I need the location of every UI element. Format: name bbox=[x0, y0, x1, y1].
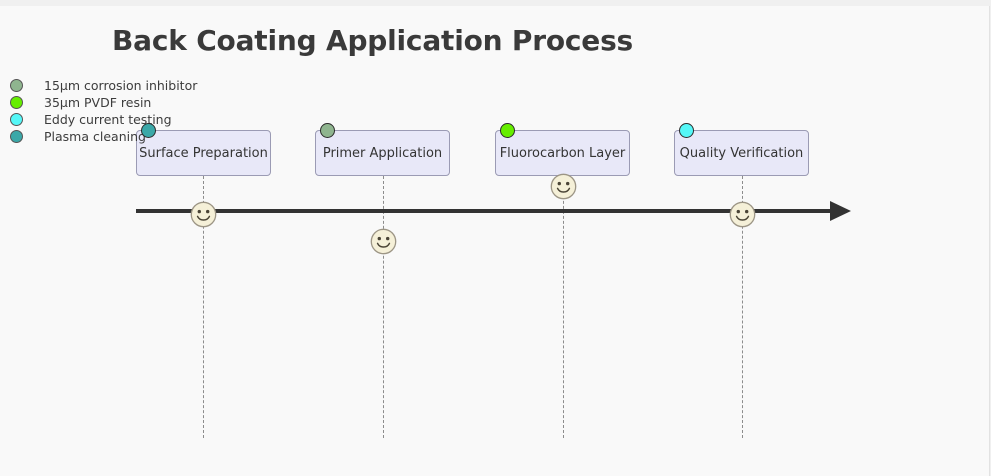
smiley-face-icon bbox=[370, 228, 397, 255]
timeline-node-label: Primer Application bbox=[322, 145, 443, 161]
node-connector-line bbox=[742, 176, 743, 438]
smiley-face-icon bbox=[550, 173, 577, 200]
timeline-axis bbox=[136, 209, 836, 213]
legend-color-swatch-icon bbox=[10, 96, 23, 109]
timeline-node-box[interactable]: Surface Preparation bbox=[136, 130, 271, 176]
legend-color-swatch-icon bbox=[10, 79, 23, 92]
legend-item-label: 35µm PVDF resin bbox=[44, 95, 152, 110]
legend-color-swatch-icon bbox=[10, 113, 23, 126]
node-connector-line bbox=[563, 176, 564, 438]
timeline-node-box[interactable]: Fluorocarbon Layer bbox=[495, 130, 630, 176]
smiley-face-icon bbox=[190, 201, 217, 228]
timeline-node-label: Surface Preparation bbox=[139, 145, 268, 161]
timeline-node-dot-icon bbox=[679, 123, 694, 138]
legend-item-label: 15µm corrosion inhibitor bbox=[44, 78, 198, 93]
timeline-node-dot-icon bbox=[320, 123, 335, 138]
node-connector-line bbox=[203, 176, 204, 438]
legend-item: Plasma cleaning bbox=[10, 128, 197, 145]
timeline-node-dot-icon bbox=[141, 123, 156, 138]
legend-item-label: Eddy current testing bbox=[44, 112, 172, 127]
legend: 15µm corrosion inhibitor 35µm PVDF resin… bbox=[10, 77, 197, 145]
timeline-node-label: Quality Verification bbox=[679, 145, 804, 161]
page-title: Back Coating Application Process bbox=[111, 24, 634, 57]
diagram-canvas: Back Coating Application Process 15µm co… bbox=[0, 6, 990, 476]
timeline-node-box[interactable]: Quality Verification bbox=[674, 130, 809, 176]
legend-color-swatch-icon bbox=[10, 130, 23, 143]
node-connector-line bbox=[383, 176, 384, 438]
legend-item-label: Plasma cleaning bbox=[44, 129, 146, 144]
timeline-node-label: Fluorocarbon Layer bbox=[499, 145, 626, 161]
legend-item: 15µm corrosion inhibitor bbox=[10, 77, 197, 94]
legend-item: Eddy current testing bbox=[10, 111, 197, 128]
smiley-face-icon bbox=[729, 201, 756, 228]
legend-item: 35µm PVDF resin bbox=[10, 94, 197, 111]
timeline-node-box[interactable]: Primer Application bbox=[315, 130, 450, 176]
timeline-node-dot-icon bbox=[500, 123, 515, 138]
arrow-right-icon bbox=[830, 201, 851, 221]
